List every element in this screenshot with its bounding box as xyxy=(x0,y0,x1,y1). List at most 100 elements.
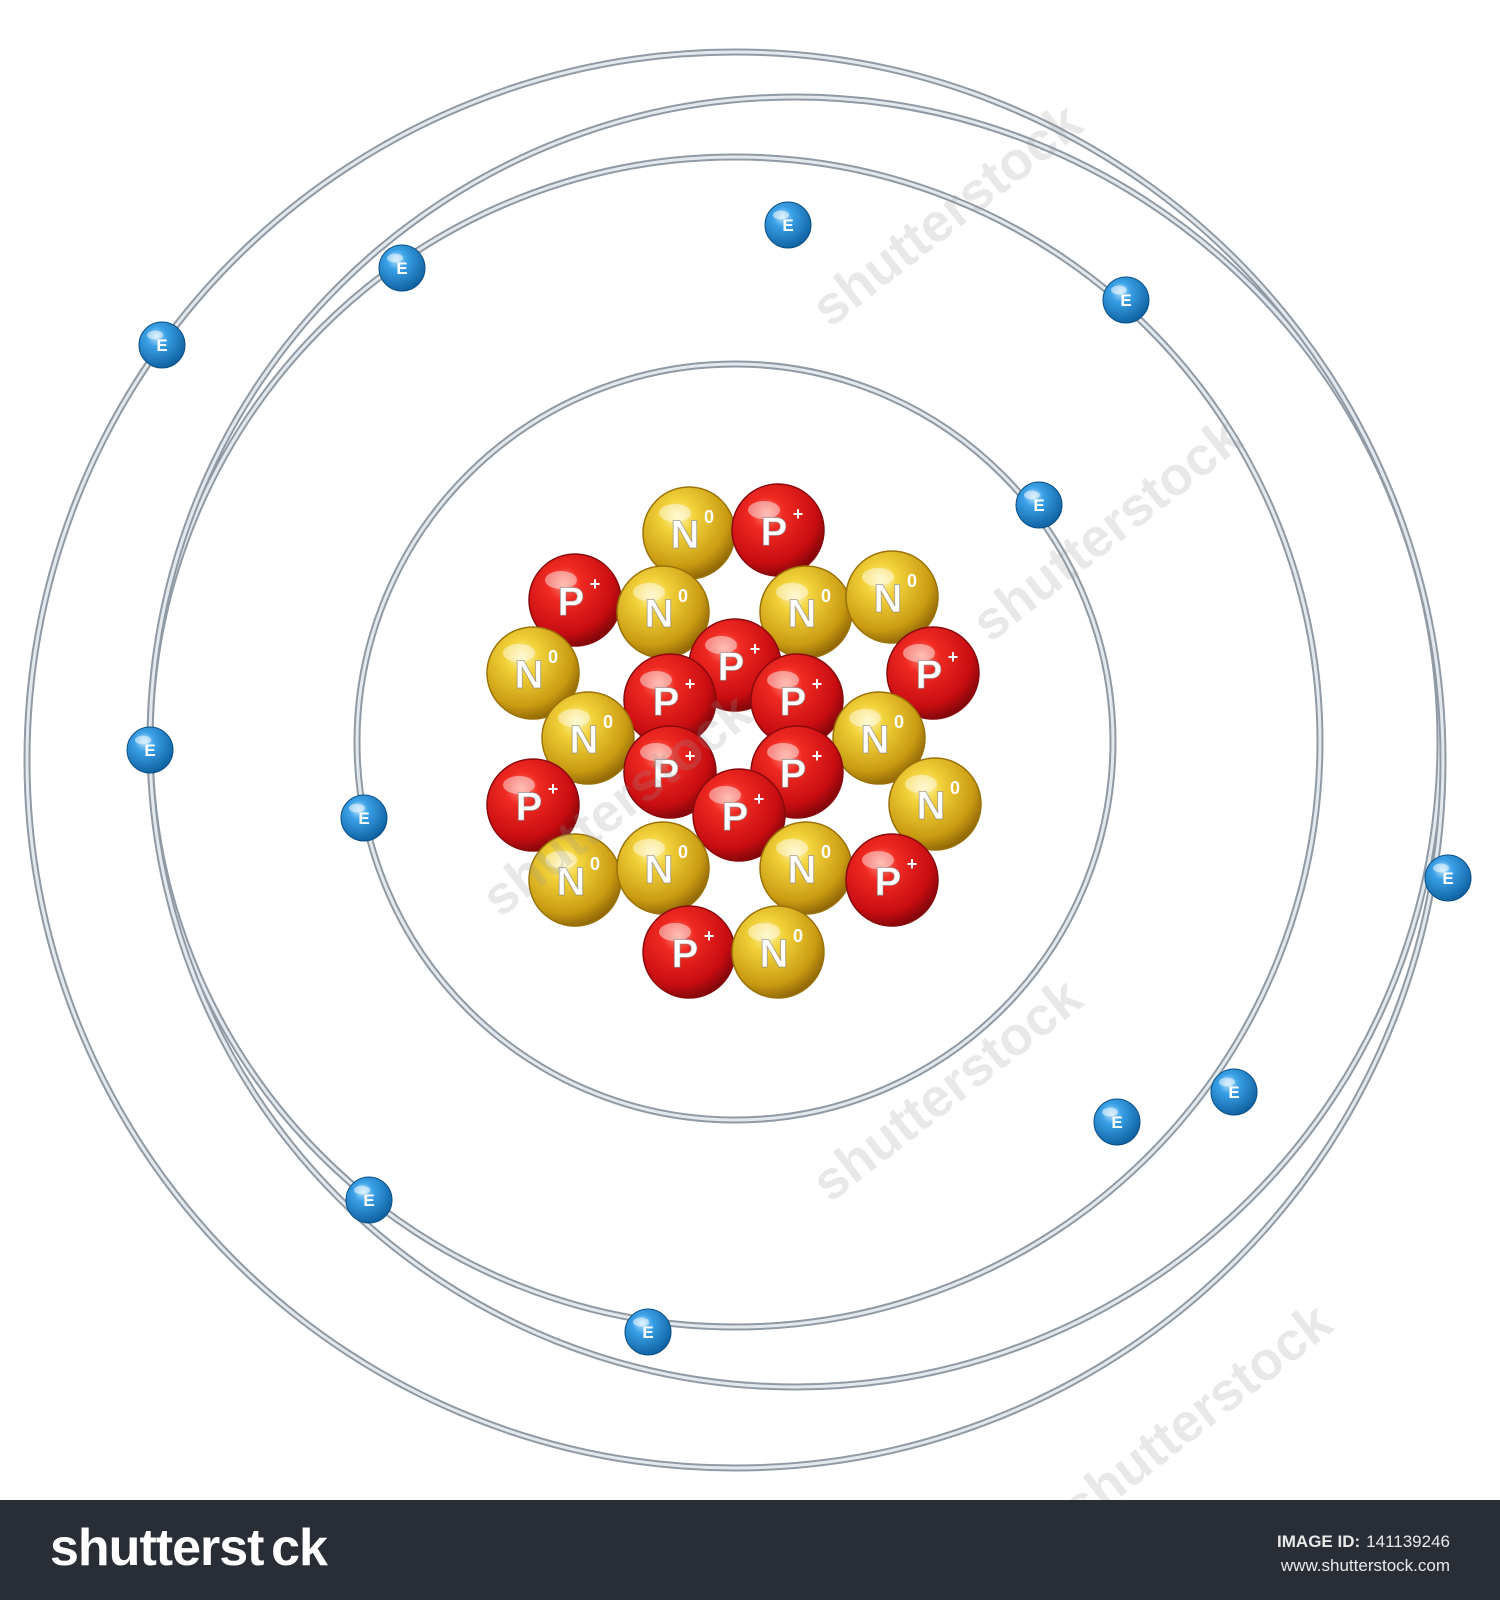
electron-label: E xyxy=(396,259,407,278)
electron-sphere: E xyxy=(1102,276,1150,324)
electron-sphere: E xyxy=(378,244,426,292)
proton-sphere: P+ xyxy=(623,725,717,819)
electron-sphere: E xyxy=(764,201,812,249)
neutron-charge: 0 xyxy=(950,778,960,798)
electron-label: E xyxy=(358,809,369,828)
proton-label: P xyxy=(718,645,745,689)
electron-sphere: E xyxy=(1424,854,1472,902)
neutron-label: N xyxy=(788,592,817,636)
electron-label: E xyxy=(1442,869,1453,888)
electron-label: E xyxy=(642,1323,653,1342)
orbit-ring xyxy=(353,360,1117,1124)
electron-sphere: E xyxy=(1210,1068,1258,1116)
proton-sphere: P+ xyxy=(750,653,844,747)
proton-sphere: P+ xyxy=(731,483,825,577)
neutron-charge: 0 xyxy=(821,586,831,606)
site-url: www.shutterstock.com xyxy=(1280,1556,1450,1575)
proton-label: P xyxy=(653,752,680,796)
orbit-ring-highlight xyxy=(25,50,1445,1470)
brand-logo: shutterst ck xyxy=(50,1519,328,1577)
orbit-ring-highlight xyxy=(148,155,1322,1329)
proton-sphere: P+ xyxy=(528,553,622,647)
neutron-label: N xyxy=(570,718,599,762)
proton-label: P xyxy=(780,680,807,724)
image-meta: IMAGE ID: 141139246 www.shutterstock.com xyxy=(1277,1530,1450,1578)
proton-charge: + xyxy=(812,746,823,766)
proton-label: P xyxy=(916,653,943,697)
electron-sphere: E xyxy=(624,1308,672,1356)
neutron-label: N xyxy=(874,577,903,621)
electron-label: E xyxy=(1111,1113,1122,1132)
proton-charge: + xyxy=(590,574,601,594)
proton-sphere: P+ xyxy=(642,905,736,999)
neutron-charge: 0 xyxy=(907,571,917,591)
image-id-label: IMAGE ID: xyxy=(1277,1532,1361,1551)
proton-sphere: P+ xyxy=(692,768,786,862)
proton-label: P xyxy=(722,795,749,839)
stock-footer-bar: shutterst ck IMAGE ID: 141139246 www.shut… xyxy=(0,1500,1500,1600)
proton-label: P xyxy=(558,580,585,624)
electron-sphere: E xyxy=(1093,1098,1141,1146)
proton-charge: + xyxy=(685,674,696,694)
neutron-label: N xyxy=(645,592,674,636)
neutron-charge: 0 xyxy=(548,647,558,667)
neutron-charge: 0 xyxy=(821,842,831,862)
proton-sphere: P+ xyxy=(486,758,580,852)
neutron-label: N xyxy=(515,653,544,697)
proton-charge: + xyxy=(812,674,823,694)
proton-charge: + xyxy=(793,504,804,524)
electron-sphere: E xyxy=(126,726,174,774)
electron-label: E xyxy=(782,216,793,235)
electron-label: E xyxy=(363,1191,374,1210)
proton-label: P xyxy=(653,680,680,724)
proton-charge: + xyxy=(907,854,918,874)
neutron-charge: 0 xyxy=(590,854,600,874)
orbit-ring-highlight xyxy=(355,362,1115,1122)
electrons: E E E E E E E E E E E E xyxy=(126,201,1472,1356)
electron-label: E xyxy=(1228,1083,1239,1102)
electron-sphere: E xyxy=(1015,481,1063,529)
proton-charge: + xyxy=(750,639,761,659)
proton-charge: + xyxy=(754,789,765,809)
proton-charge: + xyxy=(948,647,959,667)
electron-sphere: E xyxy=(138,321,186,369)
image-id-value: 141139246 xyxy=(1366,1532,1450,1551)
proton-label: P xyxy=(672,932,699,976)
neutron-label: N xyxy=(557,860,586,904)
proton-label: P xyxy=(761,510,788,554)
proton-label: P xyxy=(875,860,902,904)
neutron-label: N xyxy=(917,784,946,828)
proton-label: P xyxy=(780,752,807,796)
neutron-label: N xyxy=(671,513,700,557)
electron-sphere: E xyxy=(345,1176,393,1224)
neutron-label: N xyxy=(788,848,817,892)
neutron-charge: 0 xyxy=(603,712,613,732)
neutron-charge: 0 xyxy=(678,842,688,862)
electron-label: E xyxy=(156,336,167,355)
proton-charge: + xyxy=(685,746,696,766)
proton-sphere: P+ xyxy=(886,626,980,720)
neutron-charge: 0 xyxy=(704,507,714,527)
electron-sphere: E xyxy=(340,794,388,842)
electron-label: E xyxy=(1120,291,1131,310)
image-id-line: IMAGE ID: 141139246 xyxy=(1277,1530,1450,1554)
neutron-label: N xyxy=(861,718,890,762)
neutron-charge: 0 xyxy=(894,712,904,732)
neutron-label: N xyxy=(760,932,789,976)
electron-label: E xyxy=(1033,496,1044,515)
neutron-label: N xyxy=(645,848,674,892)
electron-label: E xyxy=(144,741,155,760)
